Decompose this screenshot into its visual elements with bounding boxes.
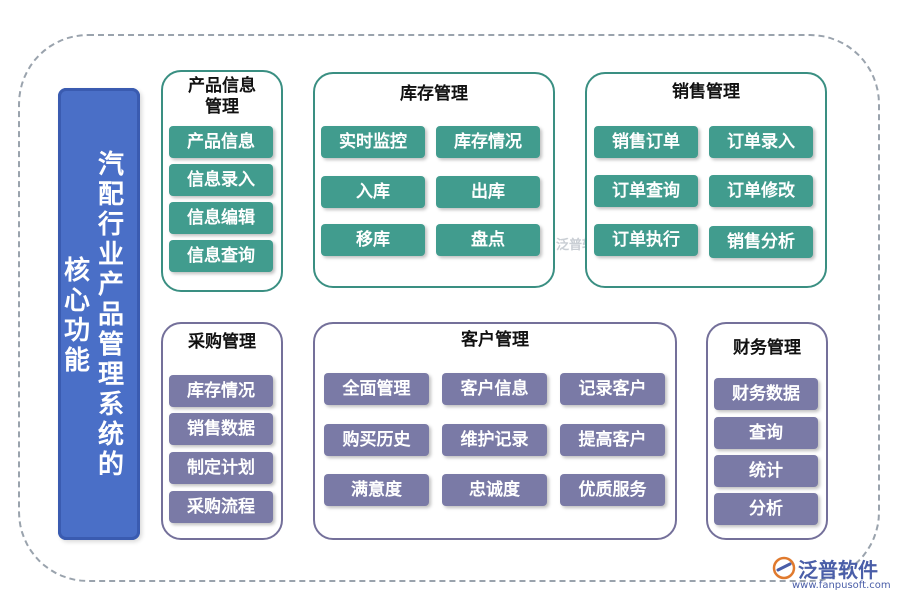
customer-item[interactable]: 购买历史 (324, 424, 429, 456)
outer-dashed-frame (18, 34, 880, 582)
core-title-line2: 核心功能 (63, 256, 90, 376)
customer-item[interactable]: 记录客户 (560, 373, 665, 405)
finance-item[interactable]: 统计 (714, 455, 818, 487)
customer-item[interactable]: 优质服务 (560, 474, 665, 506)
purchase-item[interactable]: 制定计划 (169, 452, 273, 484)
finance-item[interactable]: 分析 (714, 493, 818, 525)
sales-item[interactable]: 销售订单 (594, 126, 698, 158)
product-info-item[interactable]: 产品信息 (169, 126, 273, 158)
panel-title-sales: 销售管理 (672, 82, 740, 102)
sales-item[interactable]: 订单修改 (709, 175, 813, 207)
panel-title-inventory: 库存管理 (400, 84, 468, 104)
sales-item[interactable]: 订单录入 (709, 126, 813, 158)
finance-item[interactable]: 财务数据 (714, 378, 818, 410)
core-function-bar (58, 88, 140, 540)
customer-item[interactable]: 满意度 (324, 474, 429, 506)
purchase-item[interactable]: 库存情况 (169, 375, 273, 407)
product-info-item[interactable]: 信息录入 (169, 164, 273, 196)
product-info-item[interactable]: 信息查询 (169, 240, 273, 272)
purchase-item[interactable]: 销售数据 (169, 413, 273, 445)
customer-item[interactable]: 忠诚度 (442, 474, 547, 506)
inventory-item[interactable]: 盘点 (436, 224, 540, 256)
customer-item[interactable]: 客户信息 (442, 373, 547, 405)
product-info-item[interactable]: 信息编辑 (169, 202, 273, 234)
panel-title-customer: 客户管理 (461, 330, 529, 350)
inventory-item[interactable]: 入库 (321, 176, 425, 208)
inventory-item[interactable]: 实时监控 (321, 126, 425, 158)
inventory-item[interactable]: 出库 (436, 176, 540, 208)
logo-icon (772, 556, 796, 580)
customer-item[interactable]: 提高客户 (560, 424, 665, 456)
core-title-line1: 汽配行业产品管理系统的 (97, 150, 124, 480)
logo-url: www.fanpusoft.com (792, 580, 891, 591)
sales-item[interactable]: 销售分析 (709, 226, 813, 258)
sales-item[interactable]: 订单执行 (594, 224, 698, 256)
customer-item[interactable]: 维护记录 (442, 424, 547, 456)
inventory-item[interactable]: 移库 (321, 224, 425, 256)
customer-item[interactable]: 全面管理 (324, 373, 429, 405)
inventory-item[interactable]: 库存情况 (436, 126, 540, 158)
finance-item[interactable]: 查询 (714, 417, 818, 449)
purchase-item[interactable]: 采购流程 (169, 491, 273, 523)
brand-logo: 泛普软件 www.fanpusoft.com (772, 554, 892, 598)
sales-item[interactable]: 订单查询 (594, 175, 698, 207)
panel-title-product-info: 产品信息管理 (188, 76, 256, 117)
panel-title-finance: 财务管理 (733, 338, 801, 358)
panel-title-purchase: 采购管理 (188, 332, 256, 352)
logo-name: 泛普软件 (798, 558, 878, 582)
